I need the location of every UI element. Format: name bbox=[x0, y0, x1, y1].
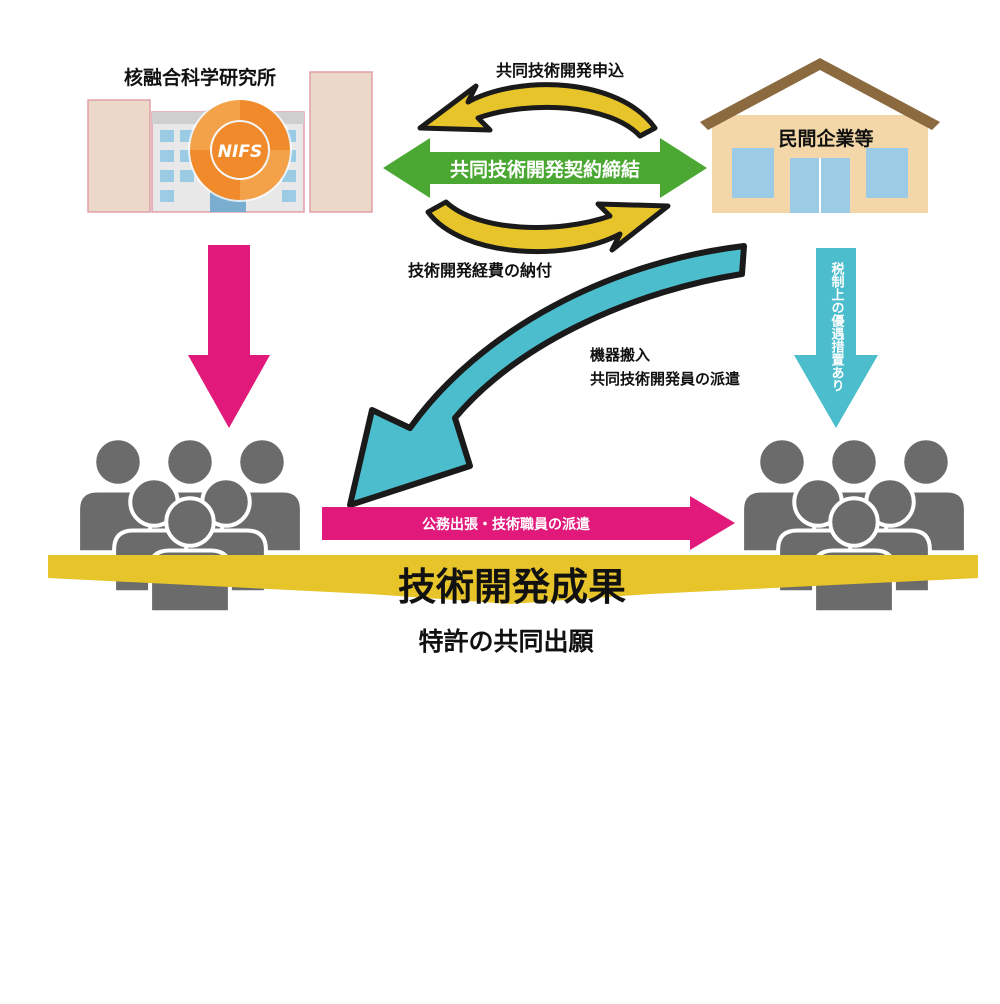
tax-label: 税制上の優遇措置あり bbox=[829, 261, 846, 392]
tax-arrow bbox=[794, 248, 878, 428]
dispatch-label: 公務出張・技術職員の派遣 bbox=[422, 516, 590, 533]
company-label: 民間企業等 bbox=[778, 127, 873, 150]
payment-arrow bbox=[425, 199, 671, 255]
company-house-icon bbox=[700, 58, 940, 213]
equipment-label-line1: 機器搬入 bbox=[590, 346, 650, 364]
equipment-arrow bbox=[347, 243, 747, 508]
result-title: 技術開発成果 bbox=[398, 565, 626, 609]
result-subtitle: 特許の共同出願 bbox=[418, 627, 594, 656]
contract-label: 共同技術開発契約締結 bbox=[450, 158, 640, 181]
contract-arrow bbox=[383, 138, 707, 198]
dispatch-arrow bbox=[322, 496, 735, 550]
application-arrow bbox=[417, 82, 658, 139]
equipment-label-line2: 共同技術開発員の派遣 bbox=[590, 370, 740, 388]
application-label: 共同技術開発申込 bbox=[496, 61, 624, 80]
nifs-logo-icon: NIFS bbox=[188, 98, 292, 202]
institute-down-arrow bbox=[188, 245, 270, 428]
institute-label: 核融合科学研究所 bbox=[124, 66, 276, 89]
result-banner bbox=[48, 555, 978, 604]
nifs-logo-text: NIFS bbox=[218, 142, 262, 162]
payment-label: 技術開発経費の納付 bbox=[408, 261, 552, 280]
